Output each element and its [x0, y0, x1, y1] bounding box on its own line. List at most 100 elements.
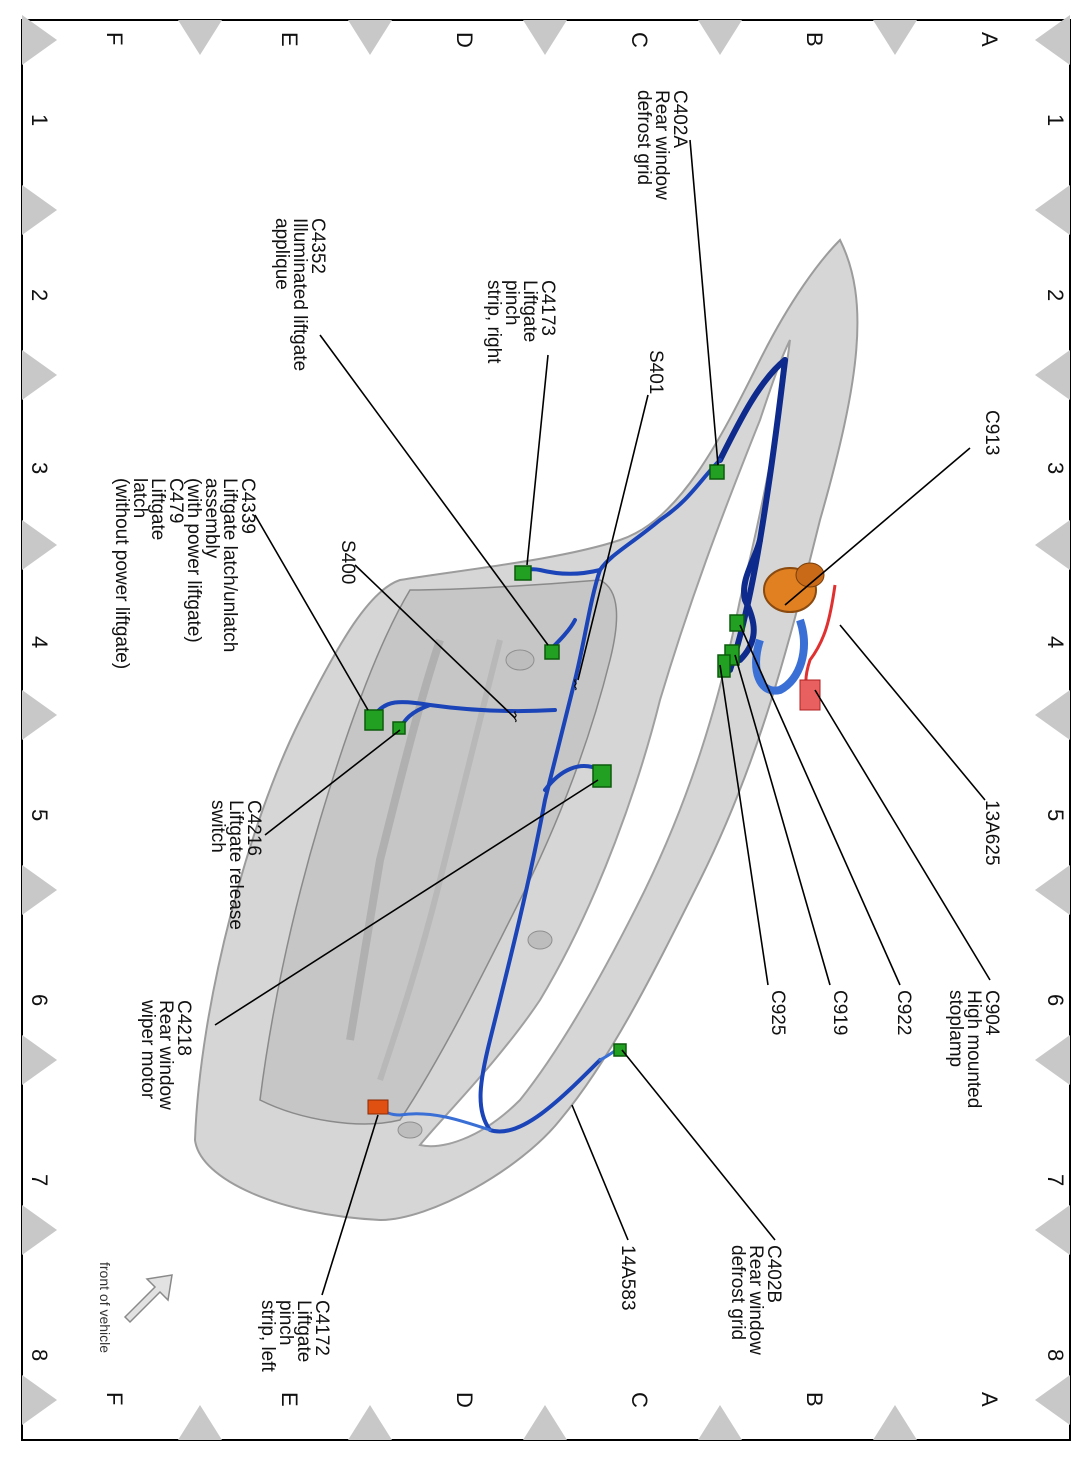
- leader-13a625: [839, 624, 986, 801]
- callout-line: C4172: [311, 1300, 332, 1356]
- border-triangle: [22, 1205, 57, 1255]
- grid-column-label: 6: [1043, 994, 1068, 1006]
- leader-c919: [734, 654, 831, 986]
- callout-line: C919: [829, 990, 850, 1035]
- border-triangle: [22, 185, 57, 235]
- callout-line: (without power liftgate): [111, 478, 132, 669]
- grid-row-label: B: [802, 32, 827, 47]
- border-triangles: [22, 15, 1070, 1440]
- border-triangle: [698, 20, 742, 55]
- border-triangle: [1035, 350, 1070, 400]
- callout-line: C4339: [237, 478, 258, 534]
- leader-c4352: [319, 334, 549, 646]
- stoplamp-connector-c913: [795, 562, 825, 588]
- splice-s400: ⌇: [512, 709, 519, 725]
- callout-line: Rear window: [651, 90, 672, 200]
- callout-line: C922: [893, 990, 914, 1035]
- grid-row-label: C: [627, 32, 652, 48]
- callout-line: assembly: [201, 478, 222, 559]
- connector-c4352: [544, 644, 560, 660]
- connector-c4339: [364, 709, 384, 731]
- leader-c925: [719, 664, 769, 986]
- grid-column-label: 5: [1043, 809, 1068, 821]
- border-triangle: [348, 20, 392, 55]
- grid-column-label: 1: [27, 114, 52, 126]
- border-triangle: [22, 350, 57, 400]
- callout-line: C904: [981, 990, 1002, 1036]
- grid-column-label: 7: [27, 1174, 52, 1186]
- callout-line: Liftgate: [519, 280, 540, 342]
- callout-line: Liftgate release: [225, 800, 246, 930]
- callout-c919: C919: [829, 990, 850, 1035]
- border-triangle: [1035, 1205, 1070, 1255]
- grid-column-label: 4: [27, 636, 52, 648]
- callout-line: C4216: [243, 800, 264, 856]
- grid-column-label: 8: [27, 1349, 52, 1361]
- grid-row-label: A: [977, 32, 1002, 47]
- front-of-vehicle-label: front of vehicle: [97, 1262, 113, 1353]
- border-triangle: [22, 690, 57, 740]
- grid-row-label: B: [802, 1392, 827, 1407]
- callout-line: S401: [645, 350, 666, 394]
- connector-c4173: [514, 565, 532, 581]
- grid-column-label: 2: [1043, 289, 1068, 301]
- callout-line: pinch: [275, 1300, 296, 1345]
- connector-c4172: [367, 1099, 389, 1115]
- leader-14a583: [571, 1104, 629, 1241]
- grid-row-label: E: [277, 32, 302, 47]
- callout-line: Liftgate latch/unlatch: [219, 478, 240, 652]
- stoplamp-connector-13a625: [799, 679, 821, 711]
- leader-c4339: [254, 514, 369, 711]
- inner-panel: [259, 579, 618, 1125]
- callout-line: Rear window: [155, 1000, 176, 1110]
- leader-s400: [354, 564, 516, 719]
- border-triangle: [348, 1405, 392, 1440]
- callout-c922: C922: [893, 990, 914, 1035]
- stoplamp-area: [752, 562, 837, 711]
- callout-line: strip, left: [257, 1300, 278, 1373]
- callout-line: wiper motor: [137, 999, 158, 1100]
- wiring-harness: [373, 357, 788, 1134]
- callout-line: applique: [271, 218, 292, 290]
- grid-column-label: 7: [1043, 1174, 1068, 1186]
- leader-c402b: [621, 1049, 776, 1241]
- splice-s401: ⌇: [572, 677, 579, 693]
- border-triangle: [873, 20, 917, 55]
- leader-c904: [814, 689, 991, 981]
- border-triangle: [1035, 520, 1070, 570]
- callout-line: C925: [767, 990, 788, 1035]
- leader-c4216: [264, 729, 401, 836]
- border-triangle: [22, 1375, 57, 1425]
- border-triangle: [1035, 185, 1070, 235]
- leader-c4173: [526, 354, 549, 566]
- callout-h14a583: 14A583: [617, 1245, 638, 1311]
- leader-c913: [784, 447, 971, 606]
- leader-s401: [577, 394, 649, 681]
- callout-line: defrost grid: [633, 90, 654, 185]
- callout-line: Liftgate: [147, 478, 168, 540]
- arrow-icon: [123, 1274, 173, 1324]
- grid-row-label: F: [102, 32, 127, 45]
- callout-line: Rear window: [745, 1245, 766, 1355]
- leader-c402a: [689, 139, 719, 466]
- connector-c4218: [592, 764, 612, 788]
- grid-row-label: F: [102, 1392, 127, 1405]
- callout-line: strip, right: [483, 280, 504, 364]
- callout-line: C4352: [307, 218, 328, 274]
- border-triangle: [1035, 865, 1070, 915]
- grid-row-label: D: [452, 1392, 477, 1408]
- callout-line: C402A: [669, 90, 690, 148]
- grid-column-label: 2: [27, 289, 52, 301]
- border-triangle: [1035, 15, 1070, 65]
- connector-c402a: [709, 464, 725, 480]
- panel-rib: [377, 639, 503, 1081]
- border-triangle: [178, 20, 222, 55]
- callout-line: 13A625: [981, 800, 1002, 866]
